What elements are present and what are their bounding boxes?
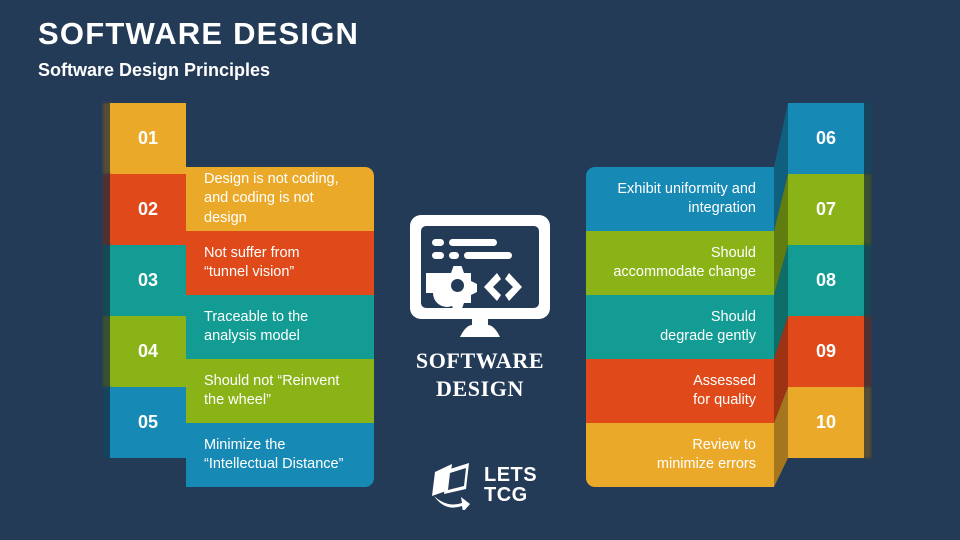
page-subtitle: Software Design Principles <box>38 60 271 80</box>
number-cell-05[interactable]: 05 <box>110 387 186 458</box>
fold-connector <box>774 245 788 380</box>
panel-text-line1: Design is not coding, <box>204 171 339 188</box>
principle-panel[interactable]: Review to minimize errors <box>586 423 774 487</box>
logo-wordmark: LETS TCG <box>484 463 538 506</box>
panel-text-line1: Traceable to the <box>204 308 309 325</box>
number-cell-08[interactable]: 08 <box>788 245 864 316</box>
page-title: SOFTWARE DESIGN <box>38 16 360 51</box>
logo-line2: TCG <box>484 484 528 506</box>
panel-text-line1: Should <box>710 244 756 261</box>
principle-panel[interactable]: Assessed for quality <box>586 359 774 423</box>
panel-text-line2: “Intellectual Distance” <box>204 456 344 472</box>
center-title-line2: DESIGN <box>436 376 524 402</box>
panel-text-line1: Assessed <box>693 372 756 389</box>
center-title-line1: SOFTWARE <box>415 348 545 373</box>
number-label: 06 <box>815 128 837 148</box>
panel-text-line2: analysis model <box>204 328 300 344</box>
panel-text-line2: degrade gently <box>660 328 756 344</box>
number-cell-shadow <box>862 387 871 458</box>
number-cell-shadow <box>103 245 112 316</box>
number-cell-06[interactable]: 06 <box>788 103 864 174</box>
principle-panel[interactable]: Exhibit uniformity and integration <box>586 167 774 231</box>
number-label: 01 <box>137 128 159 148</box>
fold-connector <box>774 387 788 522</box>
principle-panel[interactable]: Should degrade gently <box>586 295 774 359</box>
number-cell-shadow <box>862 316 871 387</box>
principle-panel[interactable]: Minimize the “Intellectual Distance” <box>186 423 374 487</box>
panel-text-line2: the wheel” <box>204 392 271 408</box>
number-label: 09 <box>815 341 837 361</box>
panel-text-line1: Minimize the <box>204 436 286 453</box>
panel-text-line1: Review to <box>692 436 756 453</box>
panel-text-line1: Exhibit uniformity and <box>617 180 756 197</box>
number-cell-01[interactable]: 01 <box>110 103 186 174</box>
number-cell-shadow <box>103 103 112 174</box>
principle-panel[interactable]: Design is not coding, and coding is not d… <box>186 167 374 231</box>
principle-panel[interactable]: Not suffer from “tunnel vision” <box>186 231 374 295</box>
number-cell-shadow <box>862 245 871 316</box>
fold-connector <box>774 174 788 309</box>
number-cell-04[interactable]: 04 <box>110 316 186 387</box>
logo-line1: LETS <box>484 463 538 486</box>
panel-text-line2: accommodate change <box>613 264 756 280</box>
number-label: 02 <box>137 199 159 219</box>
panel-text-line2: minimize errors <box>656 456 756 472</box>
number-cell-03[interactable]: 03 <box>110 245 186 316</box>
number-label: 07 <box>815 199 837 219</box>
number-cell-shadow <box>862 103 871 174</box>
number-label: 04 <box>137 341 159 361</box>
number-cell-07[interactable]: 07 <box>788 174 864 245</box>
number-cell-10[interactable]: 10 <box>788 387 864 458</box>
number-cell-shadow <box>862 174 871 245</box>
fold-connector <box>774 316 788 451</box>
center-title: SOFTWARE DESIGN <box>380 347 580 403</box>
panel-text-line1: Should <box>710 308 756 325</box>
panel-text-line2: and coding is not design <box>204 190 314 226</box>
panel-text-line2: “tunnel vision” <box>204 264 295 280</box>
number-cell-09[interactable]: 09 <box>788 316 864 387</box>
monitor-code-gear-icon <box>404 211 556 339</box>
number-label: 10 <box>815 412 837 432</box>
fold-connector <box>774 103 788 238</box>
number-cell-02[interactable]: 02 <box>110 174 186 245</box>
number-label: 05 <box>137 412 159 432</box>
panel-text-line1: Should not “Reinvent <box>204 372 340 389</box>
panel-text-line2: for quality <box>693 392 756 408</box>
number-label: 08 <box>815 270 837 290</box>
number-cell-shadow <box>103 174 112 245</box>
panel-text-line1: Not suffer from <box>204 244 300 261</box>
number-label: 03 <box>137 270 159 290</box>
brand-logo: LETS TCG <box>425 459 543 512</box>
principle-panel[interactable]: Should accommodate change <box>586 231 774 295</box>
panel-text-line2: integration <box>688 200 756 216</box>
lets-tcg-logo-mark-icon <box>425 460 479 512</box>
principle-panel[interactable]: Should not “Reinvent the wheel” <box>186 359 374 423</box>
number-cell-shadow <box>103 387 112 458</box>
number-cell-shadow <box>103 316 112 387</box>
principle-panel[interactable]: Traceable to the analysis model <box>186 295 374 359</box>
